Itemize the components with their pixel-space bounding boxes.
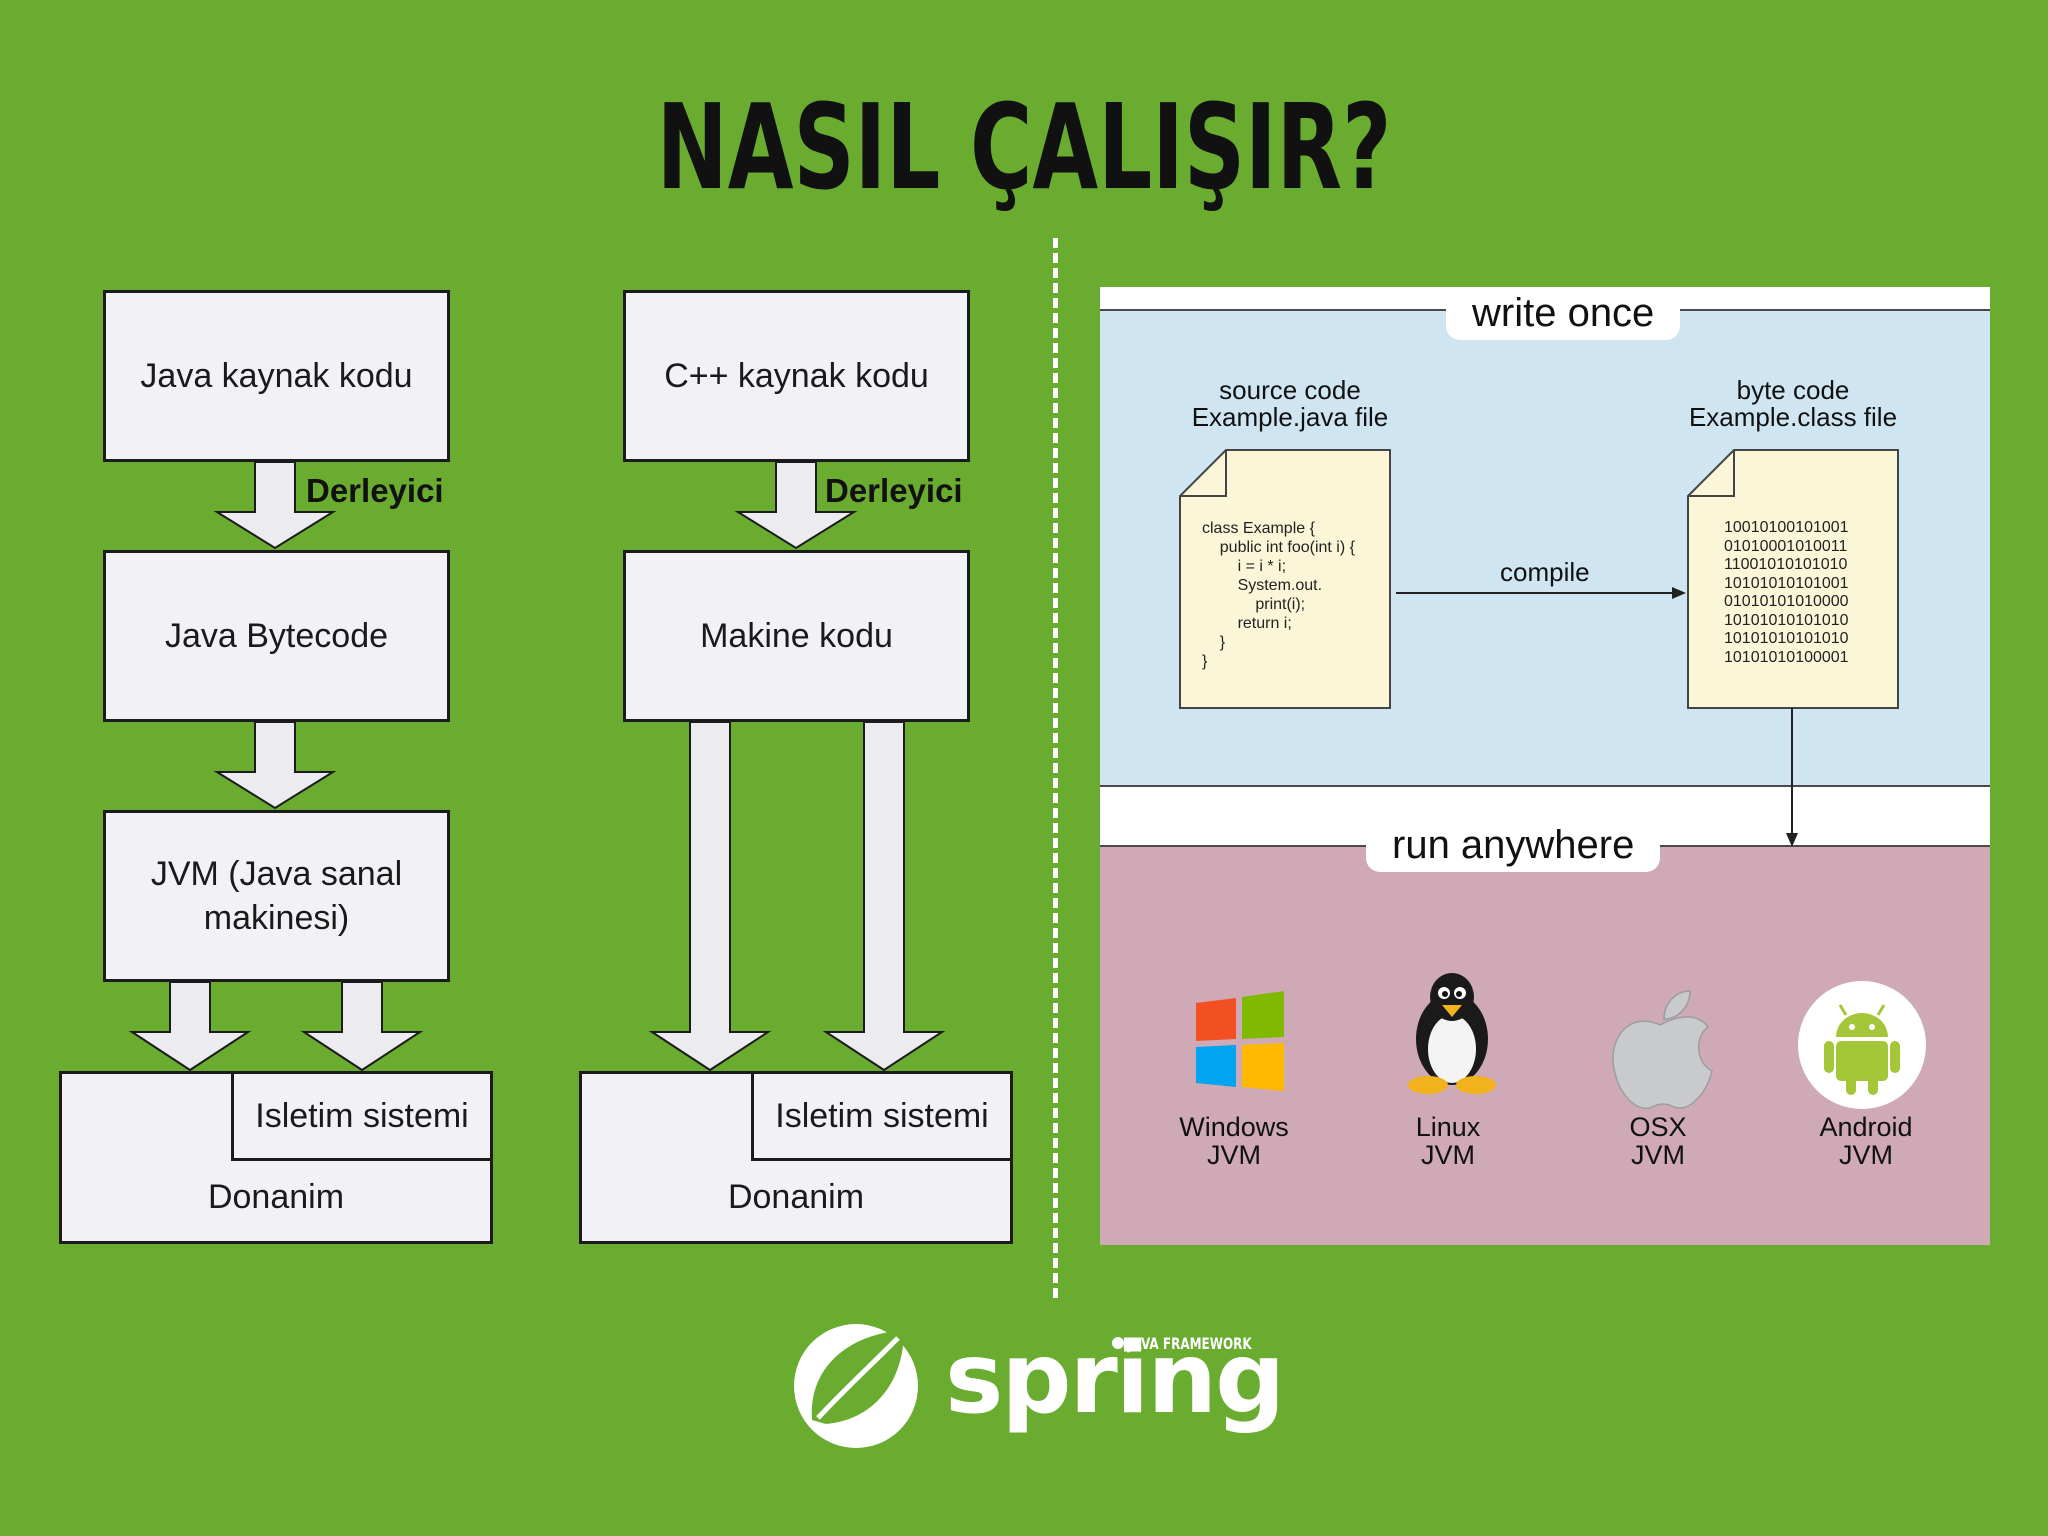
write-once-ribbon: write once — [1446, 287, 1681, 340]
platform-sub: JVM — [1421, 1140, 1475, 1171]
platform-sub: JVM — [1207, 1140, 1261, 1171]
java-os-label: Isletim sistemi — [255, 1096, 469, 1135]
cpp-os-label: Isletim sistemi — [775, 1096, 989, 1135]
cpp-hardware-box: Isletim sistemi Donanim — [579, 1071, 1013, 1244]
java-bytecode-box: Java Bytecode — [103, 550, 450, 722]
java-hardware-label: Donanim — [207, 1178, 345, 1216]
arrow-machine-to-os — [822, 721, 946, 1072]
source-caption-line2: Example.java file — [1191, 402, 1389, 433]
wora-graphics — [1179, 449, 1926, 1110]
spring-wordmark: spring — [945, 1322, 1285, 1436]
wora-panel: write once run anywhere source code Exam… — [1100, 287, 1990, 1245]
spring-tagline: JAVA FRAMEWORK — [1128, 1334, 1252, 1353]
machine-code-label: Makine kodu — [700, 616, 893, 655]
platform-sub: JVM — [1631, 1140, 1685, 1171]
java-hardware-box: Isletim sistemi Donanim — [59, 1071, 493, 1244]
source-file-icon — [1179, 449, 1391, 709]
tux-penguin-icon — [1408, 973, 1496, 1094]
windows-logo-icon — [1196, 991, 1284, 1091]
compile-label: compile — [1500, 557, 1590, 587]
platform-name: Linux — [1415, 1112, 1481, 1142]
cpp-hardware-label: Donanim — [727, 1178, 865, 1216]
platform-name: Android — [1819, 1112, 1913, 1142]
platform-sub: JVM — [1839, 1140, 1893, 1171]
platform-name: Windows — [1179, 1112, 1289, 1142]
cpp-source-label: C++ kaynak kodu — [664, 356, 929, 395]
platform-osx: OSX JVM — [1578, 1113, 1738, 1170]
arrow-jvm-to-hardware — [128, 981, 252, 1072]
java-source-label: Java kaynak kodu — [140, 356, 413, 395]
arrow-machine-to-hardware — [648, 721, 772, 1072]
java-source-box: Java kaynak kodu — [103, 290, 450, 462]
arrow-source-to-bytecode — [213, 461, 337, 550]
byte-caption-line2: Example.class file — [1688, 402, 1898, 433]
class-file-caption: byte code Example.class file — [1648, 375, 1938, 433]
platform-name: OSX — [1629, 1112, 1687, 1142]
arrow-cpp-source-to-machine — [734, 461, 858, 550]
cpp-os-box: Isletim sistemi — [751, 1071, 1013, 1161]
android-robot-icon — [1798, 981, 1926, 1109]
byte-caption-line1: byte code — [1736, 375, 1850, 405]
cpp-source-box: C++ kaynak kodu — [623, 290, 970, 462]
jvm-box: JVM (Java sanal makinesi) — [103, 810, 450, 982]
jvm-label: JVM (Java sanal makinesi) — [150, 854, 403, 937]
cpp-compiler-label: Derleyici — [825, 472, 963, 509]
java-os-box: Isletim sistemi — [231, 1071, 493, 1161]
arrow-bytecode-to-jvm — [213, 721, 337, 810]
apple-logo-icon — [1612, 990, 1713, 1110]
source-file-caption: source code Example.java file — [1160, 375, 1420, 433]
platform-android: Android JVM — [1786, 1113, 1946, 1170]
java-bytecode-label: Java Bytecode — [164, 616, 389, 655]
machine-code-box: Makine kodu — [623, 550, 970, 722]
section-divider — [1053, 238, 1058, 1298]
page-title: NASIL ÇALIŞIR? — [656, 78, 1392, 216]
java-compiler-label: Derleyici — [306, 472, 444, 509]
run-anywhere-ribbon: run anywhere — [1366, 819, 1661, 872]
source-caption-line1: source code — [1219, 375, 1361, 405]
source-code-text: class Example { public int foo(int i) { … — [1202, 520, 1355, 670]
arrow-jvm-to-os — [300, 981, 424, 1072]
platform-windows: Windows JVM — [1154, 1113, 1314, 1170]
platform-linux: Linux JVM — [1368, 1113, 1528, 1170]
bytecode-text: 10010100101001 01010001010011 1100101010… — [1724, 519, 1849, 666]
